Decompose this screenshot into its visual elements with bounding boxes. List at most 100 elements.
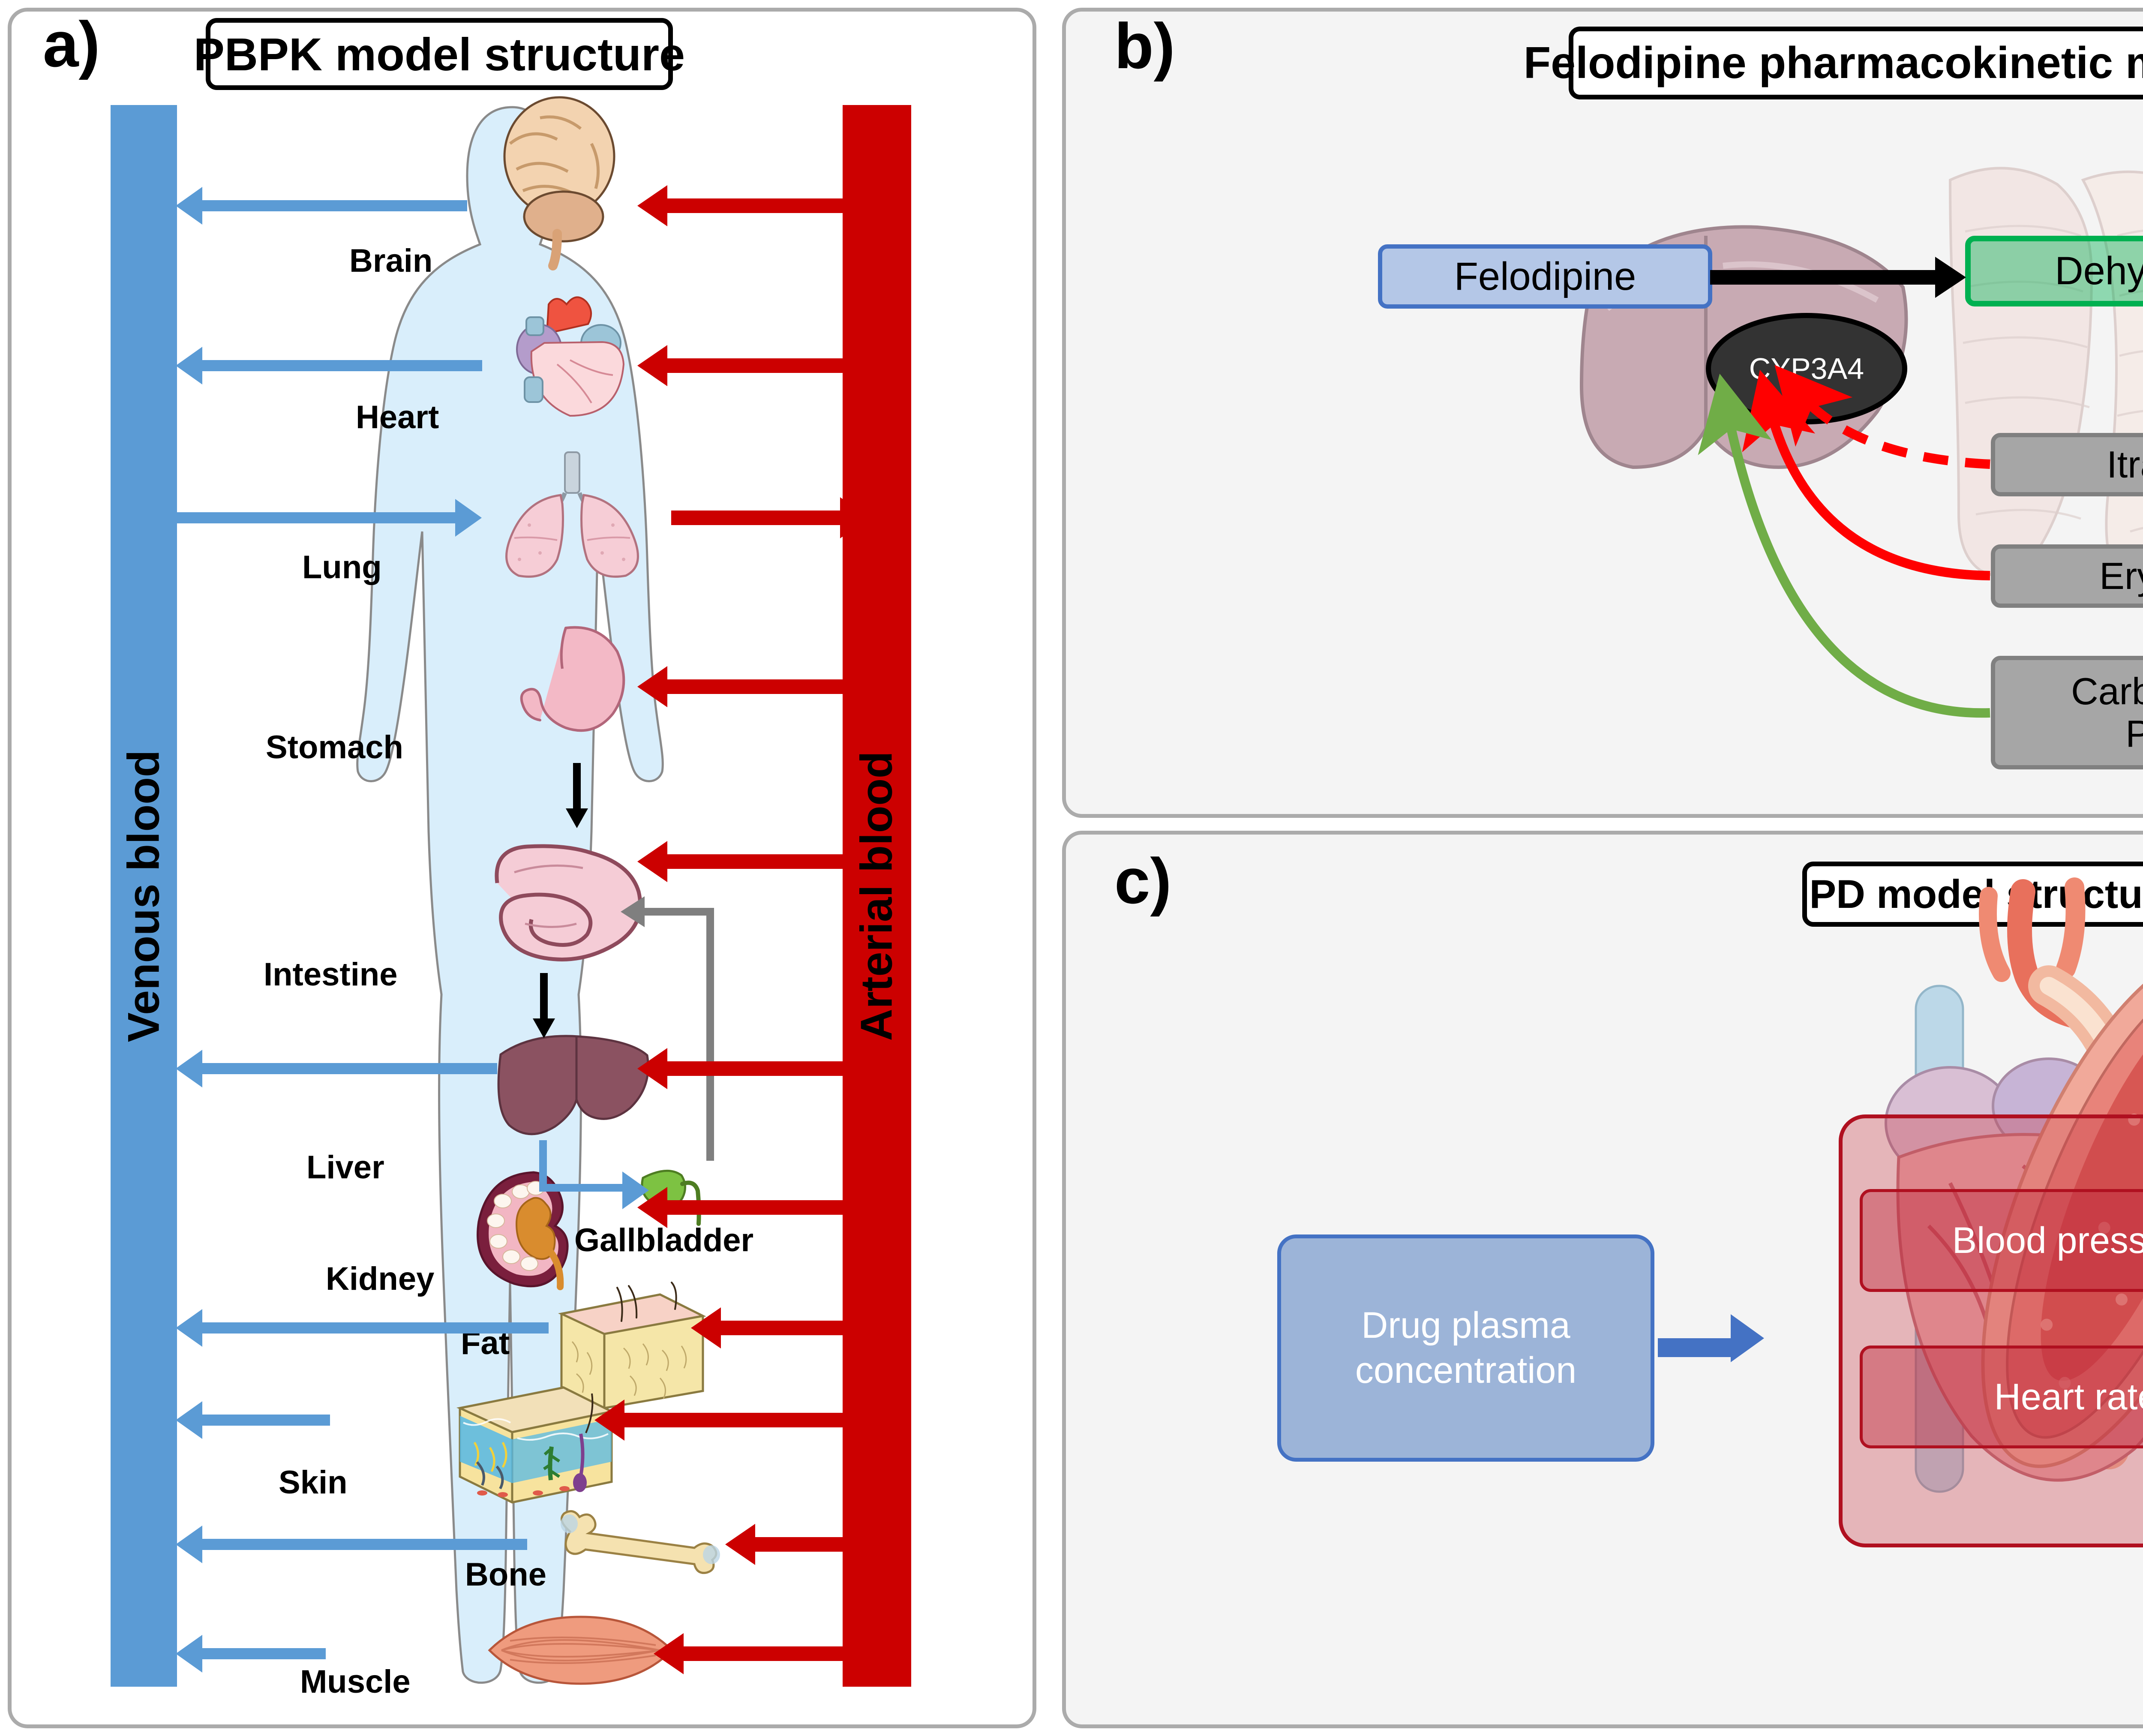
fat-icon — [558, 1282, 706, 1409]
arrow-head-arterial-liver — [637, 1048, 667, 1089]
plasma-line1: Drug plasma — [1361, 1305, 1570, 1346]
arrow-head-venous-skin — [176, 1401, 202, 1439]
arrow-arterial-liver — [666, 1061, 843, 1076]
arrow-arterial-muscle — [683, 1646, 843, 1661]
arrow-arterial-heart — [666, 358, 843, 373]
heart-icon — [516, 296, 625, 417]
arrow-arterial-skin — [624, 1413, 843, 1427]
arrow-venous-liver — [201, 1063, 497, 1074]
intestine-icon — [495, 844, 642, 961]
arrow-venous-brain — [201, 200, 467, 211]
arrow-head-arterial-fat — [691, 1307, 721, 1349]
arrow-arterial-bone — [754, 1537, 843, 1552]
arrow-felodipine-to-metabolite — [1710, 270, 1937, 285]
brain-icon — [503, 96, 615, 270]
arrow-head-arterial-heart — [637, 345, 667, 386]
panel-a-title: PBPK model structure — [194, 18, 685, 90]
kidney-icon — [477, 1171, 569, 1290]
effect-box-heart-rate[interactable]: Heart rate — [1860, 1346, 2143, 1448]
box-erythromycin[interactable]: Erythromycin — [1991, 544, 2143, 608]
arrow-head-arterial-bone — [725, 1524, 755, 1565]
box-carbamazepine-phenytoin[interactable]: Carbamazepine/ Phenytoin — [1991, 656, 2143, 769]
arrow-head-arterial-kidney — [637, 1187, 667, 1228]
skin-icon — [456, 1386, 615, 1504]
arrow-venous-muscle — [201, 1648, 326, 1659]
organ-label-lung: Lung — [302, 549, 382, 586]
organ-label-heart: Heart — [356, 399, 439, 436]
arrow-head-venous-bone — [176, 1526, 202, 1563]
arrow-liver-to-gallbladder-vertical — [539, 1140, 547, 1192]
arrow-venous-heart — [201, 360, 482, 371]
arrow-head-felodipine-to-metabolite — [1935, 257, 1966, 298]
organ-label-kidney: Kidney — [326, 1261, 435, 1297]
organ-label-intestine: Intestine — [264, 956, 398, 993]
arrow-itraconazole-to-hepatic-cyp — [1774, 365, 1990, 469]
arrow-head-intestine-to-liver — [533, 1018, 555, 1038]
arrow-erythromycin-to-hepatic-cyp — [1742, 369, 1990, 580]
arrow-liver-to-gallbladder-horizontal — [539, 1184, 625, 1192]
arrow-head-venous-heart — [176, 347, 202, 384]
arrow-venous-lung — [176, 512, 456, 523]
arrow-head-arterial-skin — [594, 1400, 624, 1441]
carbamazepine-line1: Carbamazepine/ — [2071, 670, 2143, 712]
arrow-head-venous-brain — [176, 187, 202, 225]
arrow-venous-fat — [201, 1322, 549, 1334]
arrow-arterial-lung — [671, 511, 843, 525]
box-dehydrofelodipine[interactable]: Dehydrofelodipine — [1965, 236, 2143, 306]
arrow-venous-bone — [201, 1539, 527, 1550]
arrow-arterial-brain — [666, 198, 843, 213]
organ-label-skin: Skin — [279, 1464, 348, 1501]
box-felodipine[interactable]: Felodipine — [1378, 244, 1712, 309]
panel-c-title: PD model structure — [1802, 862, 2143, 927]
arrow-head-venous-lung — [455, 499, 482, 537]
organ-label-liver: Liver — [306, 1149, 384, 1186]
arrow-head-arterial-intestine — [637, 841, 667, 882]
arrow-head-venous-muscle — [176, 1635, 202, 1673]
panel-a-letter: a) — [43, 8, 100, 80]
venous-blood-label: Venous blood — [119, 750, 169, 1042]
arrow-head-arterial-stomach — [637, 666, 667, 707]
arrow-stomach-to-intestine — [573, 763, 581, 810]
arrow-head-enterohepatic — [621, 896, 645, 927]
arrow-head-arterial-lung — [840, 497, 870, 538]
lung-icon — [505, 451, 639, 578]
arrow-arterial-kidney — [666, 1200, 843, 1215]
arrow-head-plasma-to-effect — [1731, 1314, 1764, 1362]
arrow-head-venous-fat — [176, 1309, 202, 1347]
arrow-arterial-fat — [720, 1321, 843, 1335]
arrow-enterohepatic-top — [643, 908, 714, 916]
arterial-blood-label: Arterial blood — [852, 751, 902, 1041]
plasma-line2: concentration — [1355, 1350, 1577, 1391]
arterial-blood-bar: Arterial blood — [843, 105, 911, 1687]
organ-label-muscle: Muscle — [300, 1664, 411, 1700]
bone-icon — [560, 1510, 720, 1574]
arrow-carbamazepine-to-hepatic-cyp — [1698, 373, 1990, 718]
organ-label-gallbladder: Gallbladder — [574, 1222, 754, 1258]
panel-b-letter: b) — [1114, 10, 1175, 82]
arrow-arterial-intestine — [666, 854, 843, 869]
arrow-head-venous-liver — [176, 1050, 202, 1087]
panel-c-letter: c) — [1114, 845, 1172, 917]
panel-b-title: Felodipine pharmacokinetic model — [1524, 27, 2143, 99]
heart-aorta-illustration — [1885, 877, 2143, 1493]
organ-label-brain: Brain — [349, 243, 433, 279]
arrow-plasma-to-effect — [1658, 1338, 1733, 1357]
stomach-icon — [520, 626, 625, 732]
arrow-head-arterial-muscle — [654, 1633, 684, 1674]
box-drug-plasma-concentration[interactable]: Drug plasma concentration — [1277, 1234, 1654, 1462]
organ-label-stomach: Stomach — [266, 729, 403, 766]
effect-box-blood-pressure[interactable]: Blood pressure — [1860, 1189, 2143, 1292]
organ-label-bone: Bone — [465, 1556, 546, 1593]
box-itraconazole[interactable]: Itraconazole — [1991, 433, 2143, 496]
carbamazepine-line2: Phenytoin — [2125, 712, 2143, 755]
pd-effect-container: Blood pressure Heart rate — [1839, 1114, 2143, 1547]
arrow-enterohepatic-vertical — [706, 908, 714, 1161]
liver-icon — [497, 1035, 649, 1135]
arrow-venous-skin — [201, 1415, 330, 1426]
arrow-intestine-to-liver — [540, 973, 548, 1020]
arrow-arterial-stomach — [666, 679, 843, 694]
muscle-icon — [488, 1616, 674, 1685]
arrow-head-stomach-to-intestine — [566, 808, 588, 828]
arrow-head-arterial-brain — [637, 185, 667, 226]
venous-blood-bar: Venous blood — [111, 105, 177, 1687]
